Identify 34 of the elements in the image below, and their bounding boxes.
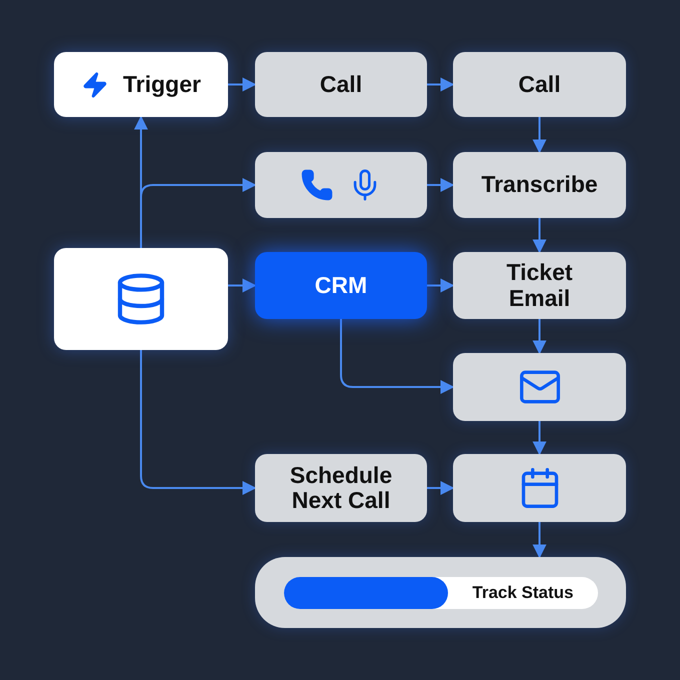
arrow bbox=[340, 319, 454, 394]
process-box bbox=[453, 152, 626, 218]
arrow bbox=[228, 78, 256, 92]
process-box bbox=[54, 52, 228, 117]
node-label: Transcribe bbox=[481, 172, 598, 198]
arrow bbox=[532, 319, 546, 354]
arrow bbox=[140, 178, 256, 248]
icon-box bbox=[255, 152, 427, 218]
node-label: CRM bbox=[314, 272, 368, 298]
arrow bbox=[427, 481, 454, 495]
node-label: Call bbox=[320, 72, 362, 98]
arrow bbox=[427, 178, 454, 192]
process-box bbox=[453, 52, 626, 117]
arrow bbox=[228, 278, 256, 292]
node-label: Trigger bbox=[123, 72, 201, 98]
process-box bbox=[255, 52, 427, 117]
icon-box bbox=[54, 248, 228, 350]
process-box bbox=[255, 454, 427, 522]
highlight-box bbox=[255, 252, 427, 319]
icon-box bbox=[453, 454, 626, 522]
arrow bbox=[427, 278, 454, 292]
arrow bbox=[532, 421, 546, 456]
arrow bbox=[532, 117, 546, 154]
arrow bbox=[532, 522, 546, 558]
node-label: Call bbox=[518, 72, 561, 98]
icon-box bbox=[453, 353, 626, 421]
node-label: Ticket Email bbox=[505, 260, 574, 311]
process-box bbox=[453, 252, 626, 319]
arrow bbox=[427, 78, 454, 92]
arrow bbox=[140, 350, 256, 495]
status-label: Track Status bbox=[472, 582, 574, 602]
arrow bbox=[532, 218, 546, 254]
node-label: Schedule Next Call bbox=[288, 462, 394, 514]
process-box bbox=[255, 557, 626, 628]
